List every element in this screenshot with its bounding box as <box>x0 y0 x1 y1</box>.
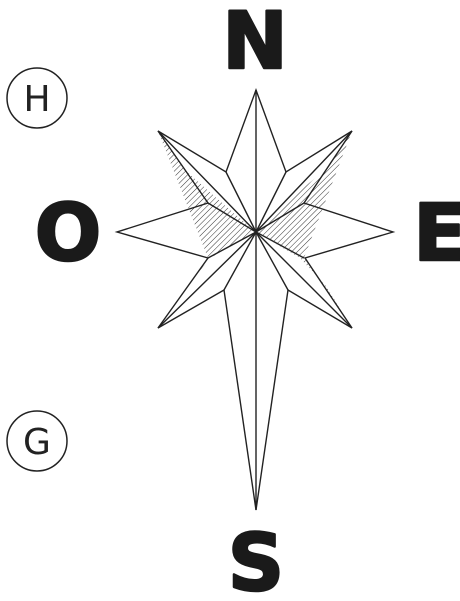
marker-h: H <box>7 68 67 128</box>
west-label: O <box>35 189 101 279</box>
compass-star <box>117 90 393 510</box>
marker-h-label: H <box>23 79 50 120</box>
north-label: N <box>222 0 287 87</box>
east-label: E <box>413 189 460 279</box>
marker-g-label: G <box>23 422 51 463</box>
marker-g: G <box>7 411 67 471</box>
south-label: S <box>228 519 284 601</box>
star-outline <box>117 90 393 510</box>
